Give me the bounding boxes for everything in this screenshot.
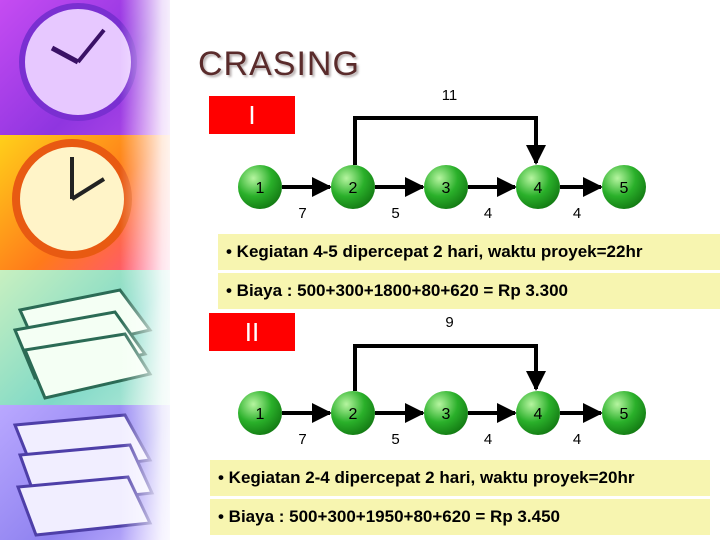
activity-duration: 4 (484, 205, 492, 222)
event-node (331, 391, 375, 435)
event-node-label: 3 (442, 180, 451, 197)
event-node (602, 391, 646, 435)
event-node-label: 3 (442, 406, 451, 423)
event-node (602, 165, 646, 209)
activity-duration: 5 (391, 205, 399, 222)
top-path-duration: 9 (445, 314, 453, 331)
books-icon (12, 413, 155, 537)
event-node-label: 5 (620, 406, 629, 423)
activity-duration: 7 (298, 431, 306, 448)
top-path-arrow (353, 344, 546, 391)
network-1-label: I (209, 96, 295, 134)
event-node (516, 391, 560, 435)
network-2-bullet-2: • Biaya : 500+300+1950+80+620 = Rp 3.450 (210, 499, 710, 535)
activity-duration: 7 (298, 205, 306, 222)
network-2: 9 7 5 4 4 1 2 3 4 5 (238, 314, 646, 448)
event-node (424, 165, 468, 209)
decorative-photo-strip (0, 0, 170, 540)
network-1-bullet-1: • Kegiatan 4-5 dipercepat 2 hari, waktu … (218, 234, 720, 270)
event-node (238, 391, 282, 435)
books-icon (12, 288, 153, 400)
event-node-label: 2 (349, 406, 358, 423)
event-node (424, 391, 468, 435)
activity-duration: 4 (573, 205, 581, 222)
network-2-label: II (209, 313, 295, 351)
event-node (238, 165, 282, 209)
event-node (331, 165, 375, 209)
network-1: 11 7 5 4 4 1 2 3 4 5 (238, 87, 646, 222)
top-path-arrow (353, 116, 546, 165)
event-node-label: 4 (534, 406, 543, 423)
activity-duration: 5 (391, 431, 399, 448)
top-path-duration: 11 (442, 87, 458, 104)
event-node-label: 1 (256, 406, 265, 423)
network-2-bullet-1: • Kegiatan 2-4 dipercepat 2 hari, waktu … (210, 460, 710, 496)
activity-duration: 4 (573, 431, 581, 448)
event-node-label: 4 (534, 180, 543, 197)
slide-title: CRASING (198, 45, 360, 83)
activity-duration: 4 (484, 431, 492, 448)
event-node (516, 165, 560, 209)
event-node-label: 1 (256, 180, 265, 197)
event-node-label: 5 (620, 180, 629, 197)
network-1-bullet-2: • Biaya : 500+300+1800+80+620 = Rp 3.300 (218, 273, 720, 309)
event-node-label: 2 (349, 180, 358, 197)
